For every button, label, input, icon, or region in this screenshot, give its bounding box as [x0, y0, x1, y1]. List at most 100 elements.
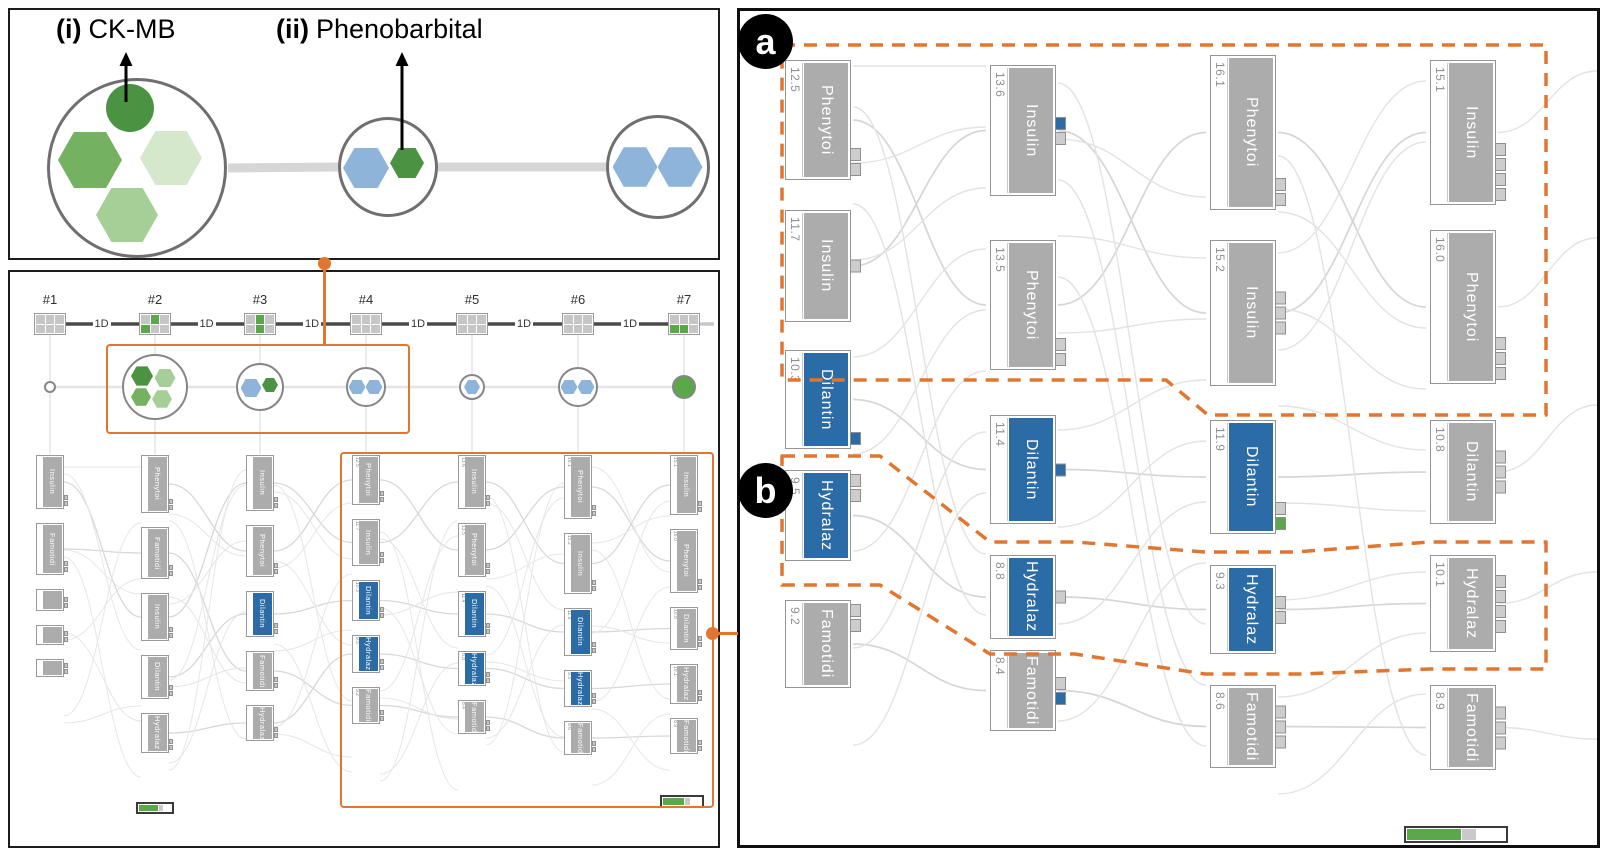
window-icon[interactable] [139, 313, 171, 335]
drug-bar-value-strip: 9.3 [1213, 568, 1228, 651]
mini-drug-bar[interactable]: Famotidi [36, 523, 68, 575]
event-tick [1275, 705, 1286, 718]
event-tick [1495, 352, 1506, 365]
mini-drug-bar[interactable]: Insulin [36, 455, 68, 509]
mini-drug-label: Hydralaz [258, 707, 267, 739]
summary-bar[interactable] [1404, 826, 1508, 843]
event-tick [169, 499, 173, 504]
mini-drug-bar[interactable]: Dilantin [141, 655, 173, 699]
drug-bar-ticks [1055, 590, 1066, 604]
event-tick [592, 580, 596, 585]
mini-drug-bar[interactable]: Phenytoi [141, 455, 173, 513]
window-icon[interactable] [668, 313, 700, 335]
cluster-glyph[interactable] [672, 375, 696, 399]
window-icon[interactable] [34, 313, 66, 335]
rank-curve [168, 613, 247, 678]
mini-drug-bar[interactable]: Dilantin [246, 591, 278, 637]
event-tick [169, 633, 173, 638]
mini-drug-bar[interactable] [36, 589, 68, 611]
mini-drug-bar[interactable]: Hydralaz [141, 713, 173, 753]
mini-drug-bar[interactable]: Phenytoi [246, 525, 278, 577]
cluster-glyph[interactable] [44, 381, 56, 393]
summary-bar[interactable] [136, 802, 174, 814]
mini-drug-fill: Dilantin [465, 593, 484, 635]
drug-bar-value-strip: 9.2 [788, 603, 803, 685]
mini-drug-bar[interactable]: Insulin [246, 455, 278, 511]
drug-bar-value: 15.1 [1433, 67, 1447, 93]
event-tick [698, 740, 702, 745]
connector-dot [318, 257, 331, 270]
rank-curve [1057, 82, 1207, 625]
mini-drug-bar[interactable] [36, 625, 68, 645]
mini-drug-bar[interactable]: Insulin [141, 593, 173, 641]
mini-drug-bar[interactable] [36, 659, 68, 677]
rank-curve [1277, 571, 1427, 601]
ckmb-event-dot[interactable] [106, 84, 154, 132]
drug-bar-value-strip: 10.3 [788, 353, 803, 446]
drug-bar-fill: Phenytoi [1449, 233, 1493, 381]
window-icon[interactable] [456, 313, 488, 335]
drug-bar-fill: Dilantin [804, 353, 848, 446]
window-icon-cell [246, 315, 255, 324]
cluster-glyph[interactable] [122, 354, 188, 420]
mini-drug-bar[interactable]: Hydralaz [246, 705, 278, 741]
event-tick [169, 571, 173, 576]
mini-bar-ticks [64, 561, 68, 572]
event-tick [486, 495, 490, 500]
event-tick [380, 607, 384, 612]
window-icon[interactable] [562, 313, 594, 335]
mini-drug-bar[interactable]: Famotidi [246, 651, 278, 691]
mini-drug-bar[interactable]: Famotidi [141, 527, 173, 579]
event-tick [274, 563, 278, 568]
window-icon[interactable] [244, 313, 276, 335]
drug-bar-ticks [1495, 337, 1506, 380]
drug-bar-fill: Hydralaz [1449, 558, 1493, 649]
drug-bar-ticks [1495, 450, 1506, 494]
connector-line-vertical [323, 262, 326, 344]
window-icon[interactable] [350, 313, 382, 335]
rank-curve [168, 469, 247, 771]
mini-drug-fill: Famotidi [465, 702, 484, 732]
event-tick [1275, 178, 1286, 191]
